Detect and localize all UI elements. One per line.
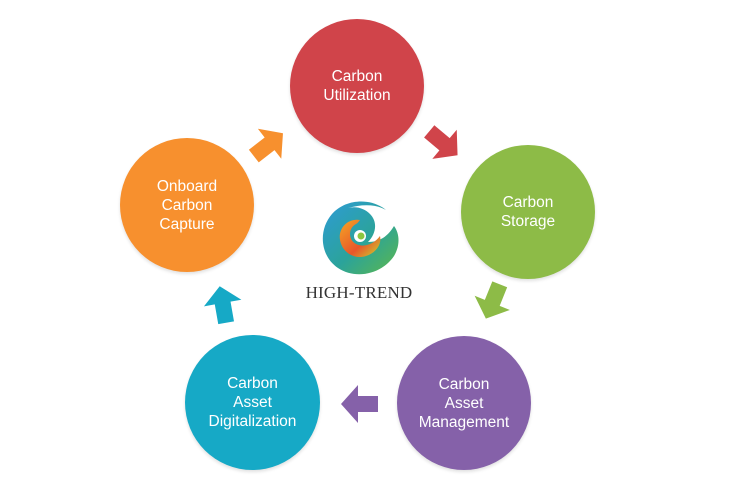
node-label-line: Capture bbox=[159, 215, 215, 233]
node-label-line: Carbon bbox=[438, 375, 490, 393]
node-carbon-storage: Carbon Storage bbox=[461, 145, 595, 279]
arrow-carbon-utilization-to-carbon-storage bbox=[424, 125, 458, 159]
arrow-onboard-carbon-capture-to-carbon-utilization bbox=[248, 128, 283, 163]
node-label-line: Carbon bbox=[331, 68, 383, 85]
node-carbon-asset-digitalization: Carbon Asset Digitalization bbox=[185, 335, 320, 470]
node-label-line: Carbon bbox=[502, 194, 554, 211]
node-label-line: Onboard bbox=[156, 177, 218, 195]
node-label-line: Carbon bbox=[161, 196, 213, 214]
node-onboard-carbon-capture: Onboard Carbon Capture bbox=[120, 138, 254, 272]
node-label-line: Asset bbox=[233, 394, 272, 411]
node-label-line: Utilization bbox=[323, 87, 391, 104]
node-label-line: Asset bbox=[444, 394, 484, 412]
arrow-carbon-asset-digitalization-to-onboard-carbon-capture bbox=[203, 286, 242, 325]
arrow-carbon-storage-to-carbon-asset-management bbox=[474, 281, 510, 319]
node-label-line: Digitalization bbox=[208, 413, 297, 430]
node-label-line: Storage bbox=[500, 213, 556, 230]
logo-wordmark: HIGH-TREND bbox=[305, 283, 413, 302]
node-label-line: Carbon bbox=[227, 375, 278, 392]
high-trend-logo: HIGH-TREND bbox=[298, 196, 420, 306]
node-label-line: Management bbox=[418, 413, 510, 431]
node-carbon-utilization: Carbon Utilization bbox=[290, 19, 424, 153]
node-carbon-asset-management: Carbon Asset Management bbox=[397, 336, 531, 470]
high-trend-logo-icon bbox=[322, 201, 399, 275]
arrow-carbon-asset-management-to-carbon-asset-digitalization bbox=[341, 385, 378, 423]
